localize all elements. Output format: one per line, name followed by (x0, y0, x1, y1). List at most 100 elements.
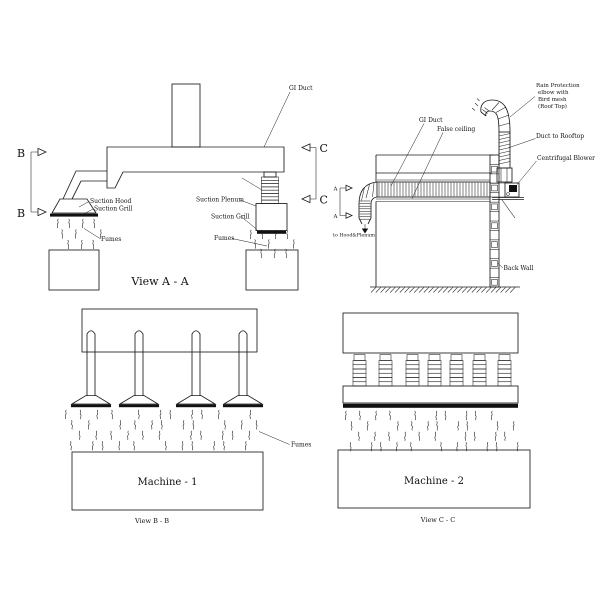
blower-base-plate (492, 197, 524, 200)
suction-grill-bar (343, 403, 518, 408)
label-suction-hood: Suction Hood (90, 198, 132, 205)
label-suction-grill-hood: Suction Grill (94, 206, 133, 213)
view-a-a: B B C C GI Duct Suction Hood Suction Gri… (17, 83, 328, 291)
view-a-caption: View A - A (130, 275, 189, 288)
label-duct-to-rooftop: Duct to Rooftop (536, 133, 584, 140)
machine-outline-left (48, 249, 100, 291)
label-false-ceiling: False ceiling (437, 126, 475, 133)
leader-gi-duct (263, 91, 291, 148)
label-suction-plenum: Suction Plenum (196, 197, 244, 204)
gooseneck-ribs (491, 102, 511, 127)
label-rain-line4: (Roof Top) (538, 103, 567, 110)
blower-inlet (506, 192, 510, 196)
label-rain-line2: elbow with (538, 90, 569, 96)
duct-box (342, 312, 519, 354)
section-c-bracket (310, 147, 317, 200)
section-a-arrow-top (345, 184, 353, 192)
view-c-caption: View C - C (420, 516, 455, 524)
label-suction-grill-plenum: Suction Grill (211, 214, 250, 221)
gi-duct-band (376, 181, 491, 198)
leader-suction-grill-hood (82, 208, 94, 215)
drop-elbow-inner (367, 196, 378, 225)
section-c-letter-top: C (320, 142, 328, 155)
machine-1-label: Machine - 1 (138, 477, 198, 488)
leader-centrifugal-blower (516, 160, 537, 185)
suction-hood-shape (51, 198, 97, 214)
leader-bellows (241, 177, 263, 191)
fumes-right (249, 229, 295, 259)
label-to-hood-plenum: to Hood&Plenum (333, 233, 375, 239)
drop-arrow-head (361, 228, 369, 234)
section-a-letter-bottom: A (333, 214, 339, 220)
suction-grill-hood-shape (50, 213, 98, 217)
suction-plenum-box (255, 203, 288, 231)
section-c-letter-bottom: C (320, 194, 328, 207)
ground-hatching (370, 287, 516, 293)
leader-false-ceiling (411, 132, 444, 199)
machine-2-label: Machine - 2 (404, 476, 464, 487)
section-b-bracket (30, 151, 39, 213)
wall-duct-stub (490, 182, 505, 198)
centrifugal-blower-body (504, 182, 520, 198)
label-fumes-right: Fumes (214, 235, 234, 242)
duct-box (81, 308, 258, 353)
false-ceiling-lines (376, 198, 490, 202)
blower-motor (509, 185, 517, 192)
leader-fumes-left (83, 228, 101, 239)
section-b-letter-bottom: B (17, 207, 25, 220)
fumes (344, 410, 519, 452)
leader-suction-plenum (239, 199, 257, 207)
roof-transition-lines (500, 168, 508, 182)
section-c-arrow-bottom (301, 194, 311, 204)
suction-grill-plenum-shape (257, 230, 286, 234)
leader-gi-duct-side (390, 123, 425, 187)
leader-fumes-right (231, 238, 268, 247)
suction-pipes (86, 330, 248, 396)
section-a-bracket (339, 187, 346, 216)
branch-duct-inner (71, 180, 107, 200)
branch-duct-outer (62, 170, 107, 200)
roof-lines (376, 154, 494, 174)
leader-fumes-b (258, 431, 290, 445)
label-fumes-left: Fumes (101, 236, 121, 243)
machine-outline-right (245, 249, 299, 291)
roof-transition-box (496, 167, 513, 183)
view-c-c: Machine - 2 View C - C (337, 312, 531, 524)
gooseneck-outer (480, 99, 511, 133)
drop-elbow-outer (358, 181, 378, 225)
suction-plenum-box (342, 385, 519, 404)
blower-support-strut (501, 199, 516, 219)
flexible-connector-collar (263, 171, 277, 178)
label-gi-duct-side: GI Duct (419, 117, 443, 124)
bird-mesh-ticks (482, 107, 490, 114)
flexible-connector-bellows (261, 176, 279, 204)
duct-hatching (378, 182, 488, 197)
section-b-arrow-top (37, 147, 47, 157)
fumes (64, 409, 258, 451)
drop-elbow-ribs (359, 182, 375, 220)
riser-duct-ribs (498, 133, 511, 165)
label-rain-line1: Rain Protection (536, 83, 580, 89)
gooseneck-inner (485, 110, 500, 133)
back-wall-bricks (490, 164, 499, 286)
view-b-b: Fumes Machine - 1 View B - B (64, 308, 311, 525)
gooseneck-mouth (480, 111, 487, 117)
label-fumes-b: Fumes (291, 442, 311, 449)
flexible-connectors (352, 354, 512, 387)
air-out-ticks (471, 98, 480, 111)
label-centrifugal-blower: Centrifugal Blower (537, 155, 595, 162)
fumes-left (56, 218, 102, 250)
machine-1-box (71, 451, 264, 511)
section-b-letter-top: B (17, 147, 25, 160)
section-c-arrow-top (301, 143, 311, 152)
gi-duct-riser (171, 83, 201, 148)
view-b-caption: View B - B (134, 517, 169, 525)
leader-rain-protection (509, 96, 536, 118)
label-rain-line3: Bird mesh (538, 97, 567, 103)
leader-suction-hood (78, 201, 90, 208)
machine-2-box (337, 449, 531, 509)
section-a-letter-top: A (333, 187, 339, 193)
label-gi-duct: GI Duct (289, 85, 313, 92)
